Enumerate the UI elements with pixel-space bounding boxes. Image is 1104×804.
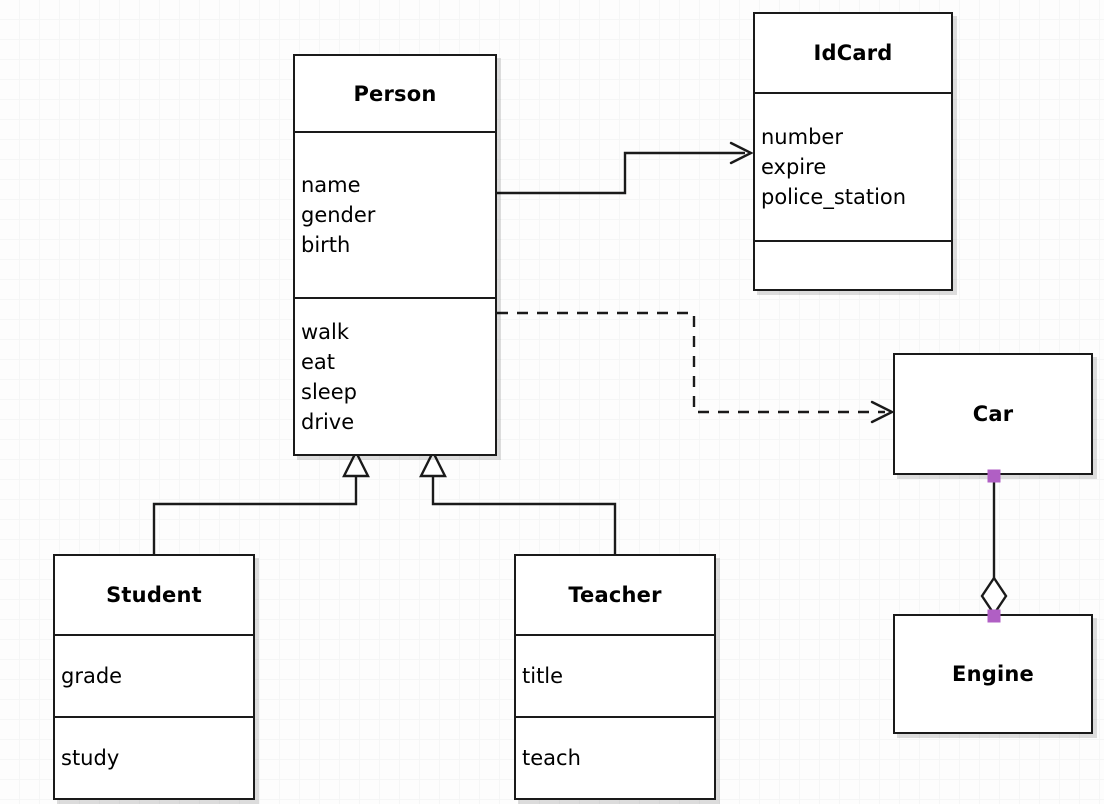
class-attributes-student: grade: [55, 634, 253, 716]
class-title-teacher: Teacher: [516, 556, 714, 634]
class-box-student[interactable]: Student grade study: [53, 554, 255, 800]
class-attributes-teacher: title: [516, 634, 714, 716]
attribute-item: expire: [761, 155, 827, 179]
operation-item: walk: [301, 319, 350, 344]
class-operations-person: walk eat sleep drive: [295, 297, 495, 454]
edge-car-engine[interactable]: [980, 476, 1008, 617]
class-operations-idcard: [755, 240, 951, 289]
class-title-student: Student: [55, 556, 253, 634]
class-title-idcard: IdCard: [755, 14, 951, 92]
operation-item: eat: [301, 349, 336, 374]
class-attributes-person: name gender birth: [295, 131, 495, 297]
operation-item: sleep: [301, 379, 357, 404]
operation-item: drive: [301, 409, 355, 434]
class-name-label: Car: [972, 402, 1014, 426]
edge-person-car[interactable]: [497, 311, 895, 424]
class-attributes-idcard: number expire police_station: [755, 92, 951, 240]
edge-student-person[interactable]: [152, 449, 370, 554]
class-name-label: IdCard: [813, 41, 893, 65]
class-box-teacher[interactable]: Teacher title teach: [514, 554, 716, 800]
class-box-idcard[interactable]: IdCard number expire police_station: [753, 12, 953, 291]
class-box-engine[interactable]: Engine: [893, 614, 1093, 734]
class-title-engine: Engine: [895, 616, 1091, 732]
open-arrowhead-icon: [729, 141, 754, 165]
class-title-person: Person: [295, 56, 495, 131]
hollow-triangle-icon: [419, 449, 447, 478]
class-box-car[interactable]: Car: [893, 353, 1093, 475]
class-name-label: Person: [353, 81, 437, 106]
attribute-item: title: [522, 664, 564, 688]
edge-person-idcard[interactable]: [497, 141, 754, 195]
attribute-item: birth: [301, 233, 351, 257]
attribute-item: name: [301, 173, 361, 197]
open-arrowhead-icon: [870, 400, 895, 424]
class-name-label: Engine: [952, 662, 1034, 686]
edge-teacher-person[interactable]: [419, 449, 617, 554]
class-name-label: Teacher: [568, 583, 662, 607]
class-operations-student: study: [55, 716, 253, 798]
class-box-person[interactable]: Person name gender birth walk eat sleep …: [293, 54, 497, 456]
class-name-label: Student: [106, 583, 202, 607]
class-title-car: Car: [895, 355, 1091, 473]
attribute-item: number: [761, 125, 843, 149]
hollow-triangle-icon: [342, 449, 370, 478]
attribute-item: grade: [61, 664, 123, 688]
connection-handle-engine-top[interactable]: [987, 609, 1001, 623]
operation-item: teach: [522, 746, 581, 770]
attribute-item: police_station: [761, 185, 907, 209]
class-operations-teacher: teach: [516, 716, 714, 798]
operation-item: study: [61, 746, 120, 770]
attribute-item: gender: [301, 203, 376, 227]
connection-handle-car-bottom[interactable]: [987, 469, 1001, 483]
